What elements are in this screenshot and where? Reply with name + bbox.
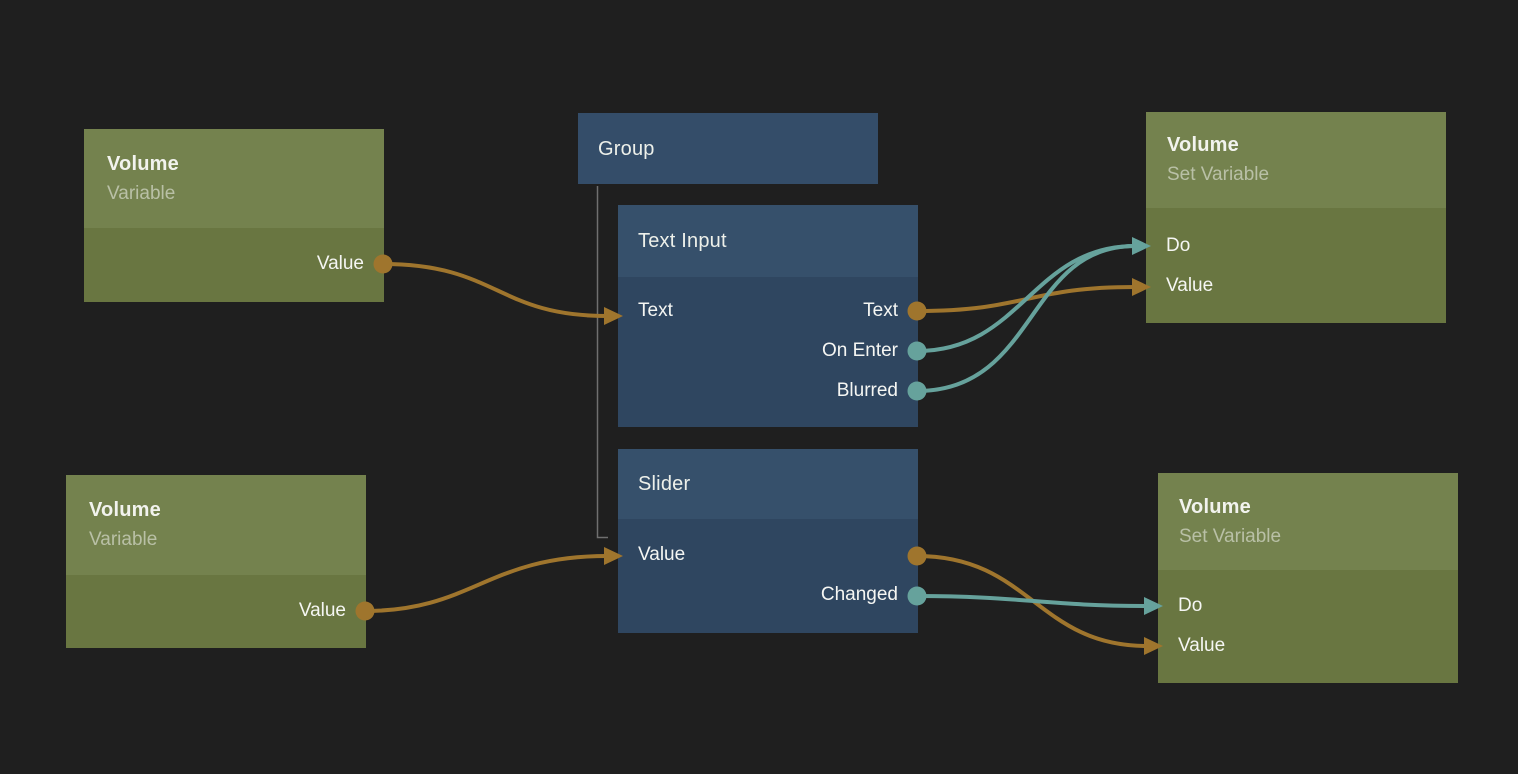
input-port-do[interactable]: Do — [1158, 586, 1458, 626]
node-header: Slider — [618, 449, 918, 519]
wire-variable-top-to-textinput[interactable] — [381, 262, 609, 318]
node-slider[interactable]: Slider Value Changed — [618, 449, 918, 633]
port-label: Value — [316, 253, 364, 274]
node-subtitle: Set Variable — [1167, 164, 1270, 185]
node-subtitle: Variable — [107, 183, 176, 204]
node-header: Text Input — [618, 205, 918, 277]
node-header: Volume Variable — [66, 475, 366, 575]
output-port-changed[interactable]: Changed — [618, 575, 918, 615]
node-port-area: Do Value — [1158, 570, 1458, 683]
node-port-area: Value Changed — [618, 519, 918, 633]
input-port-value[interactable]: Value — [618, 535, 918, 575]
input-arrow-slider-value[interactable] — [604, 547, 623, 565]
group-title: Group — [598, 137, 655, 160]
port-label: Value — [298, 600, 346, 621]
node-set-variable-volume-bottom[interactable]: Volume Set Variable Do Value — [1158, 473, 1458, 683]
node-text-input[interactable]: Text Input Text Text On Enter Blurred — [618, 205, 918, 427]
node-title: Text Input — [638, 230, 727, 252]
node-port-area: Text Text On Enter Blurred — [618, 277, 918, 427]
node-title: Volume — [107, 153, 179, 175]
input-port-value[interactable]: Value — [1146, 266, 1446, 306]
output-port-blurred[interactable]: Blurred — [618, 371, 918, 411]
port-row-text: Text Text — [618, 291, 918, 331]
wire-changed-to-setvar-do[interactable] — [915, 594, 1149, 608]
node-port-area: Value — [66, 575, 366, 648]
node-title: Volume — [1179, 496, 1251, 518]
node-set-variable-volume-top[interactable]: Volume Set Variable Do Value — [1146, 112, 1446, 323]
output-dot-textinput-blurred[interactable] — [907, 381, 927, 401]
node-subtitle: Variable — [89, 529, 158, 550]
input-arrow-setvar-bottom-value[interactable] — [1144, 637, 1163, 655]
node-port-area: Do Value — [1146, 208, 1446, 323]
input-port-text-label[interactable]: Text — [638, 300, 673, 321]
output-dot-textinput-text[interactable] — [907, 301, 927, 321]
port-label: Do — [1166, 235, 1191, 256]
port-label: Value — [1166, 275, 1214, 296]
port-label: Do — [1178, 595, 1203, 616]
wire-blurred-to-setvar-do[interactable] — [915, 244, 1137, 393]
output-dot-variable-top-value[interactable] — [373, 254, 393, 274]
group-tree-line — [596, 186, 608, 539]
node-header: Volume Set Variable — [1158, 473, 1458, 570]
port-label: On Enter — [821, 340, 898, 361]
port-label: Changed — [820, 584, 898, 605]
output-dot-slider-changed[interactable] — [907, 586, 927, 606]
node-subtitle: Set Variable — [1179, 526, 1282, 547]
node-variable-volume-top[interactable]: Volume Variable Value — [84, 129, 384, 302]
input-arrow-setvar-top-value[interactable] — [1132, 278, 1151, 296]
node-title: Volume — [89, 499, 161, 521]
output-port-value[interactable]: Value — [84, 244, 384, 284]
output-dot-slider-value[interactable] — [907, 546, 927, 566]
wire-variable-bottom-to-slider[interactable] — [363, 554, 609, 613]
node-variable-volume-bottom[interactable]: Volume Variable Value — [66, 475, 366, 648]
input-port-value[interactable]: Value — [1158, 626, 1458, 666]
port-label: Value — [1178, 635, 1226, 656]
node-group[interactable]: Group — [578, 113, 878, 184]
node-header: Volume Set Variable — [1146, 112, 1446, 208]
output-port-value[interactable]: Value — [66, 591, 366, 631]
input-arrow-setvar-bottom-do[interactable] — [1144, 597, 1163, 615]
output-port-on-enter[interactable]: On Enter — [618, 331, 918, 371]
node-header: Volume Variable — [84, 129, 384, 228]
group-header: Group — [578, 113, 878, 184]
node-title: Volume — [1167, 134, 1239, 156]
input-arrow-setvar-top-do[interactable] — [1132, 237, 1151, 255]
input-arrow-textinput-text[interactable] — [604, 307, 623, 325]
wire-onenter-to-setvar-do[interactable] — [915, 244, 1137, 353]
output-port-text-label[interactable]: Text — [863, 300, 898, 321]
input-port-do[interactable]: Do — [1146, 226, 1446, 266]
node-port-area: Value — [84, 228, 384, 302]
output-dot-variable-bottom-value[interactable] — [355, 601, 375, 621]
node-title: Slider — [638, 473, 691, 495]
port-label: Blurred — [836, 380, 898, 401]
output-dot-textinput-onenter[interactable] — [907, 341, 927, 361]
port-label: Value — [638, 544, 686, 565]
